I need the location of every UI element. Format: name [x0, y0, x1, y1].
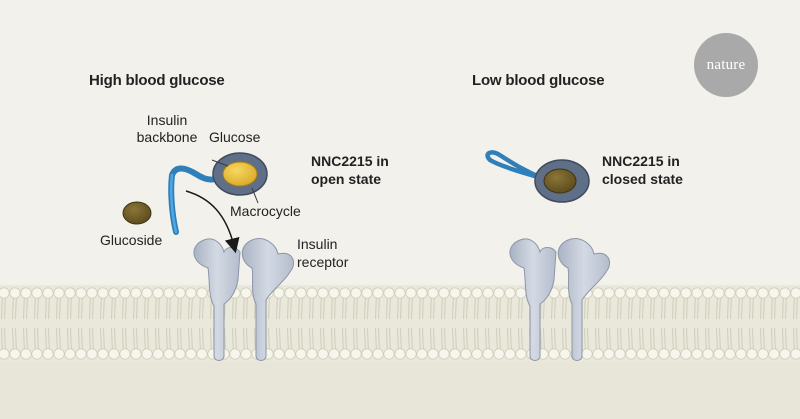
membrane-inner-leaflet: [0, 327, 800, 360]
glucose-pointer: [211, 159, 229, 167]
insulin-backbone: [168, 165, 221, 235]
panel-title-low-glucose: Low blood glucose: [472, 72, 605, 89]
label-open-state-line1: NNC2215 in: [311, 153, 389, 169]
nature-logo: nature: [694, 33, 758, 97]
glucoside-bound: [543, 168, 577, 194]
nnc2215-closed-molecule: [485, 150, 590, 203]
label-insulin-backbone-line1: Insulin: [146, 112, 188, 128]
membrane-outer-leaflet: [0, 287, 800, 320]
label-glucose: Glucose: [209, 129, 261, 145]
cell-membrane: [0, 285, 800, 419]
label-insulin-receptor-line2: receptor: [297, 254, 349, 270]
insulin-receptor-left: [193, 238, 294, 361]
glucoside-molecule: [122, 201, 152, 225]
label-glucoside: Glucoside: [100, 232, 163, 248]
label-insulin-backbone-line2: backbone: [136, 129, 198, 145]
label-insulin-receptor-line1: Insulin: [297, 236, 338, 252]
label-open-state-line2: open state: [311, 171, 382, 187]
insulin-receptor-right: [509, 238, 610, 361]
label-closed-state-line2: closed state: [602, 171, 683, 187]
nnc2215-open-molecule: [122, 152, 268, 254]
panel-title-high-glucose: High blood glucose: [89, 72, 225, 89]
insulin-backbone-closed: [485, 150, 545, 181]
label-closed-state-line1: NNC2215 in: [602, 153, 680, 169]
macrocycle-pointer: [251, 187, 259, 204]
label-macrocycle: Macrocycle: [230, 203, 301, 219]
binding-arrow: [185, 190, 240, 254]
glucose-molecule: [222, 161, 258, 187]
